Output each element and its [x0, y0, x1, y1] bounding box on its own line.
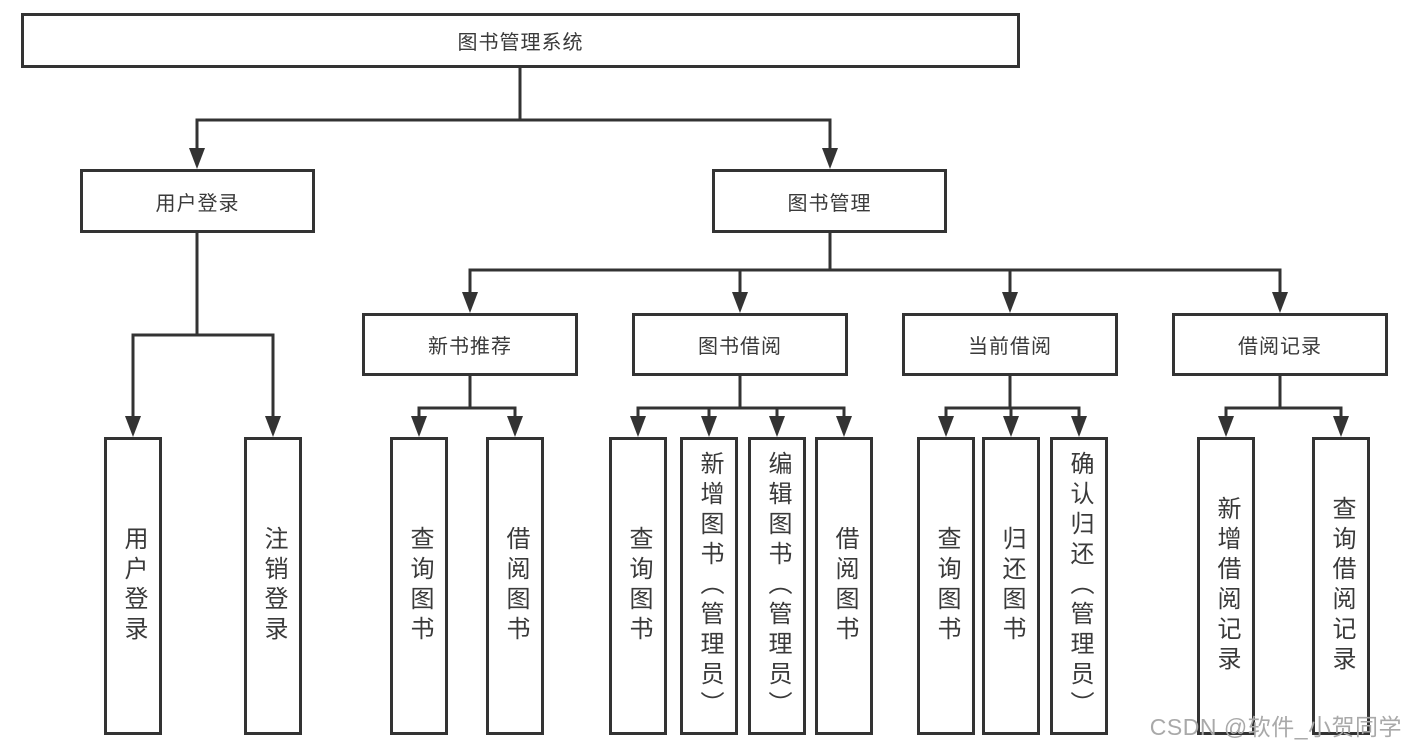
- node-label: 新增借阅记录: [1213, 496, 1240, 676]
- node-label: 图书管理系统: [457, 32, 584, 54]
- node-label: 图书借阅: [698, 336, 782, 358]
- node-label: 借阅图书: [831, 526, 858, 646]
- node-label: 借阅记录: [1238, 336, 1322, 358]
- leaf-return-books: 归还图书: [982, 437, 1040, 735]
- leaf-logout: 注销登录: [244, 437, 302, 735]
- node-label: 归还图书: [998, 526, 1025, 646]
- node-label: 用户登录: [120, 526, 147, 646]
- node-label: 查询图书: [406, 526, 433, 646]
- leaf-add-borrow-record: 新增借阅记录: [1197, 437, 1255, 735]
- leaf-add-book-admin: 新增图书（管理员）: [680, 437, 738, 735]
- leaf-query-borrow-record: 查询借阅记录: [1312, 437, 1370, 735]
- node-label: 确认归还（管理员）: [1066, 451, 1093, 721]
- node-label: 注销登录: [260, 526, 287, 646]
- node-borrowing-records: 借阅记录: [1172, 313, 1388, 376]
- node-current-borrowing: 当前借阅: [902, 313, 1118, 376]
- node-label: 借阅图书: [502, 526, 529, 646]
- node-label: 图书管理: [787, 192, 872, 215]
- node-new-book-recommendation: 新书推荐: [362, 313, 578, 376]
- node-book-management: 图书管理: [712, 169, 947, 233]
- node-label: 用户登录: [155, 192, 240, 215]
- leaf-query-books-current: 查询图书: [917, 437, 975, 735]
- leaf-query-books-borrowing: 查询图书: [609, 437, 667, 735]
- leaf-edit-book-admin: 编辑图书（管理员）: [748, 437, 806, 735]
- node-label: 查询图书: [933, 526, 960, 646]
- node-label: 查询借阅记录: [1328, 496, 1355, 676]
- node-book-borrowing: 图书借阅: [632, 313, 848, 376]
- node-label: 查询图书: [625, 526, 652, 646]
- csdn-watermark: CSDN @软件_小贺同学: [1149, 714, 1402, 740]
- node-label: 当前借阅: [968, 336, 1052, 358]
- node-label: 新书推荐: [428, 336, 512, 358]
- leaf-borrow-books: 借阅图书: [815, 437, 873, 735]
- node-label: 新增图书（管理员）: [696, 451, 723, 721]
- leaf-confirm-return-admin: 确认归还（管理员）: [1050, 437, 1108, 735]
- node-label: 编辑图书（管理员）: [764, 451, 791, 721]
- leaf-user-login: 用户登录: [104, 437, 162, 735]
- leaf-borrow-books-recommend: 借阅图书: [486, 437, 544, 735]
- node-library-management-system: 图书管理系统: [21, 13, 1020, 68]
- node-user-login: 用户登录: [80, 169, 315, 233]
- leaf-query-books-recommend: 查询图书: [390, 437, 448, 735]
